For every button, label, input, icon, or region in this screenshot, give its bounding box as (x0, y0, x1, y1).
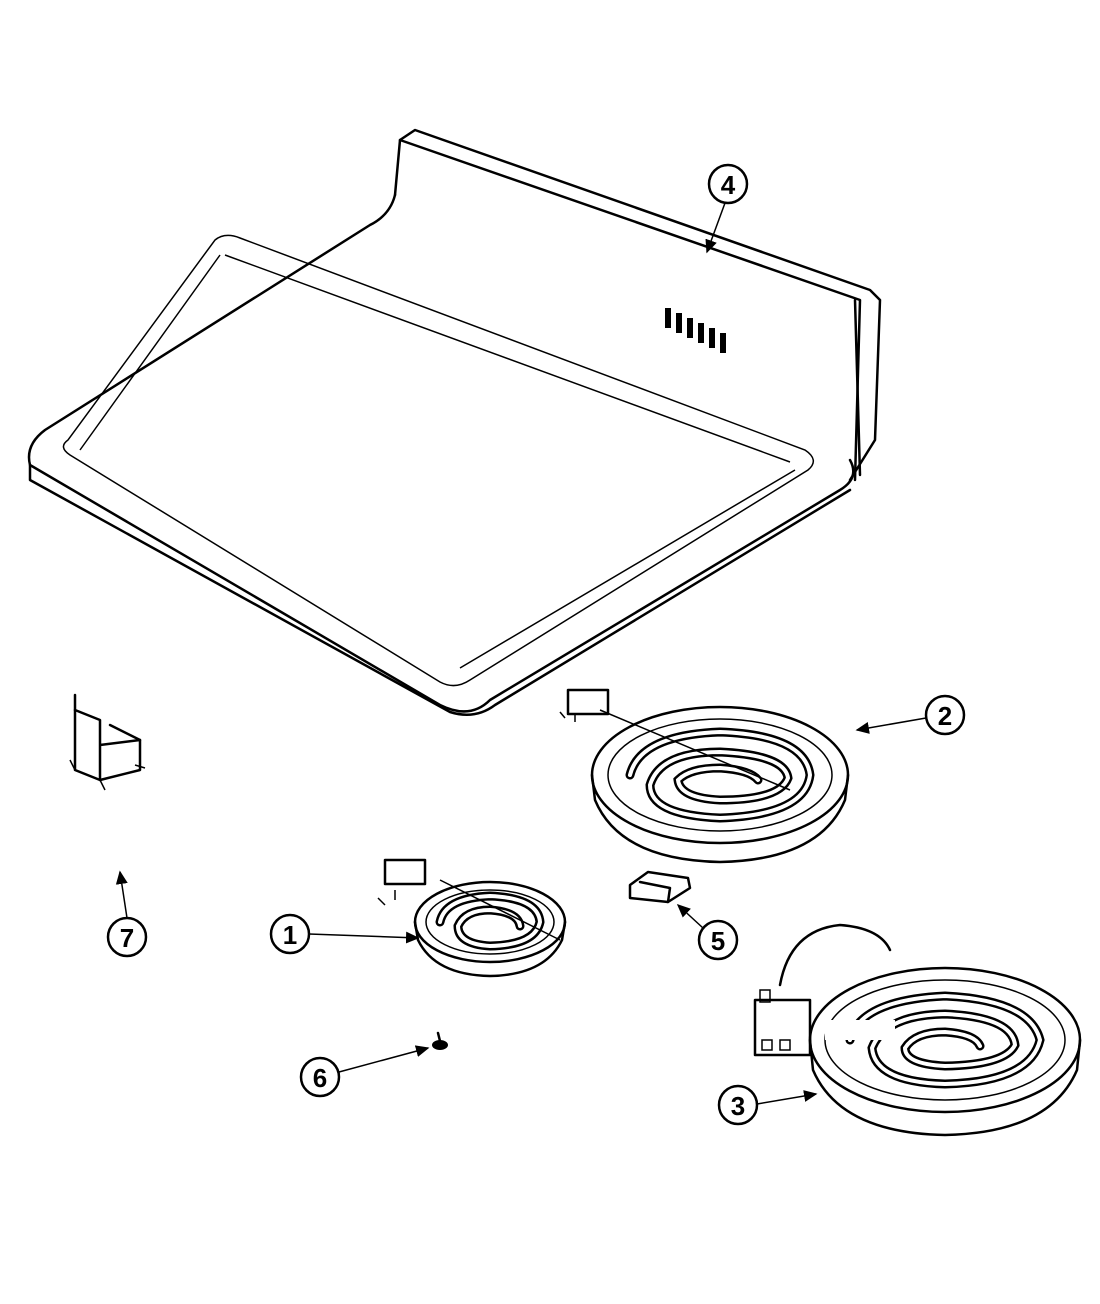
callout-label: 6 (313, 1063, 327, 1093)
callout-label: 1 (283, 920, 297, 950)
callout-label: 7 (120, 923, 134, 953)
screw (432, 1031, 448, 1050)
callout-3[interactable]: 3 (717, 1084, 818, 1126)
callout-1[interactable]: 1 (269, 913, 420, 955)
bracket (69, 693, 146, 791)
callout-label: 4 (721, 170, 736, 200)
callout-2[interactable]: 2 (855, 694, 966, 736)
callout-label: 2 (938, 701, 952, 731)
callout-4[interactable]: 4 (705, 163, 749, 254)
vent-slots-icon (665, 308, 726, 353)
callout-label: 5 (711, 926, 725, 956)
clip (628, 870, 692, 904)
small-surface-element (377, 858, 567, 978)
cooktop (27, 128, 882, 717)
callout-6[interactable]: 6 (299, 1045, 430, 1098)
callout-5[interactable]: 5 (676, 903, 739, 961)
large-surface-element-with-lead (753, 923, 1082, 1137)
large-surface-element (559, 688, 850, 864)
callout-7[interactable]: 7 (106, 870, 148, 958)
callout-label: 3 (731, 1091, 745, 1121)
